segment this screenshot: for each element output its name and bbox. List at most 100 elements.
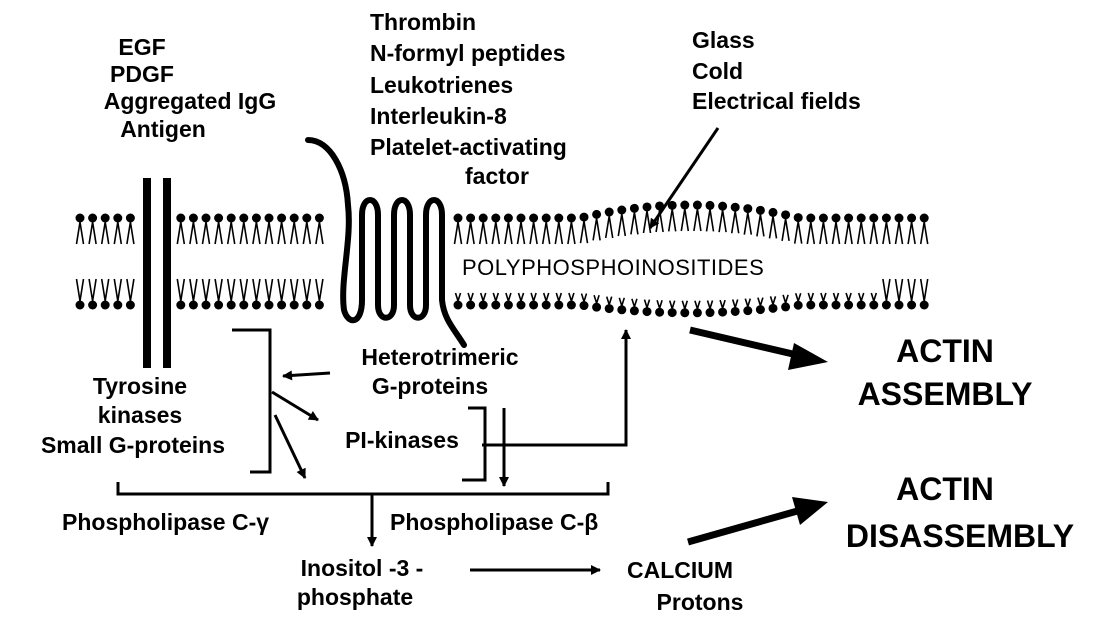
lipid-head xyxy=(113,214,122,223)
lipid-head xyxy=(88,301,97,310)
lipid-head xyxy=(580,213,589,222)
actin-disassembly-line2: DISASSEMBLY xyxy=(846,518,1074,554)
lipid-head xyxy=(315,214,324,223)
lipid-tail xyxy=(89,222,96,244)
lipid-tail xyxy=(505,222,512,244)
lipid-head xyxy=(718,202,727,211)
g-proteins-label: G-proteins xyxy=(372,373,488,399)
lipid-head xyxy=(693,308,702,317)
lipid-tail xyxy=(770,216,777,238)
lipid-tail xyxy=(669,209,676,231)
kinases-label: kinases xyxy=(98,402,182,428)
lipid-head xyxy=(302,301,311,310)
lipid-head xyxy=(869,301,878,310)
lipid-head xyxy=(756,305,765,314)
lipid-head xyxy=(88,214,97,223)
chemoattractant-stimuli: Thrombin N-formyl peptides Leukotrienes … xyxy=(370,9,567,189)
actin-assembly-arrowhead xyxy=(788,343,828,370)
lipid-head xyxy=(920,301,929,310)
lipid-tail xyxy=(266,222,273,244)
lipid-head xyxy=(290,301,299,310)
stimulus-interleukin-8: Interleukin-8 xyxy=(370,103,507,129)
lipid-tail xyxy=(481,293,486,301)
lipid-head xyxy=(680,201,689,210)
lipid-tail xyxy=(556,293,561,301)
lipid-tail xyxy=(807,222,814,244)
lipid-tail xyxy=(631,212,638,234)
tyrosine-to-plc-arrow xyxy=(275,415,305,478)
lipid-head xyxy=(554,301,563,310)
lipid-tail xyxy=(568,222,575,244)
lipid-head xyxy=(202,301,211,310)
lipid-tail xyxy=(896,279,903,301)
lipid-head xyxy=(832,214,841,223)
lipid-tail xyxy=(291,279,298,301)
lipid-tail xyxy=(203,222,210,244)
lipid-head xyxy=(895,301,904,310)
lipid-tail xyxy=(240,222,247,244)
lipid-tail xyxy=(870,222,877,244)
lipid-tail xyxy=(783,295,788,303)
lipid-tail xyxy=(468,293,473,301)
lipid-tail xyxy=(190,222,197,244)
lipid-head xyxy=(227,301,236,310)
stimulus-glass: Glass xyxy=(692,27,755,53)
actin-assembly-line1: ACTIN xyxy=(896,333,994,369)
receptor-tyrosine-kinase xyxy=(143,178,171,368)
lipid-tail xyxy=(858,222,865,244)
lipid-tail xyxy=(606,216,613,238)
lipid-tail xyxy=(808,293,813,301)
lipid-head xyxy=(592,303,601,312)
lipid-tail xyxy=(278,279,285,301)
lipid-head xyxy=(76,301,85,310)
protons-label: Protons xyxy=(657,589,744,615)
lipid-tail xyxy=(694,209,701,231)
lipid-head xyxy=(655,308,664,317)
lipid-tail xyxy=(908,222,915,244)
lipid-tail xyxy=(733,299,738,307)
lipid-tail xyxy=(519,293,524,301)
lipid-tail xyxy=(114,222,121,244)
lipid-tail xyxy=(316,222,323,244)
lipid-tail xyxy=(316,279,323,301)
lipid-head xyxy=(857,301,866,310)
lipid-tail xyxy=(833,222,840,244)
lipid-tail xyxy=(859,293,864,301)
lipid-tail xyxy=(719,210,726,232)
lipid-tail xyxy=(569,293,574,301)
lipid-head xyxy=(592,210,601,219)
lipid-tail xyxy=(883,279,890,301)
lipid-tail xyxy=(720,300,725,308)
lipid-head xyxy=(101,214,110,223)
lipid-head xyxy=(794,301,803,310)
lipid-head xyxy=(668,308,677,317)
lipid-tail xyxy=(758,298,763,306)
lipid-head xyxy=(617,305,626,314)
lipid-head xyxy=(126,214,135,223)
lipid-tail xyxy=(594,295,599,303)
lipid-head xyxy=(869,214,878,223)
lipid-head xyxy=(567,301,576,310)
lipid-head xyxy=(189,214,198,223)
stimulus-egf: EGF xyxy=(118,34,165,60)
lipid-tail xyxy=(467,222,474,244)
ip3-label-line2: phosphate xyxy=(297,584,413,610)
lipid-tail xyxy=(102,279,109,301)
lipid-head xyxy=(265,214,274,223)
lipid-tail xyxy=(203,279,210,301)
serpentine-receptor xyxy=(308,140,464,345)
lipid-head xyxy=(479,214,488,223)
lipid-head xyxy=(819,214,828,223)
lipid-head xyxy=(605,208,614,217)
lipid-head xyxy=(517,301,526,310)
lipid-head xyxy=(176,301,185,310)
lipid-tail xyxy=(682,301,687,309)
lipid-head xyxy=(806,301,815,310)
lipid-head xyxy=(302,214,311,223)
lipid-tail xyxy=(744,213,751,235)
lipid-head xyxy=(504,214,513,223)
lipid-tail xyxy=(291,222,298,244)
lipid-head xyxy=(126,301,135,310)
lipid-head xyxy=(517,214,526,223)
lipid-head xyxy=(580,301,589,310)
